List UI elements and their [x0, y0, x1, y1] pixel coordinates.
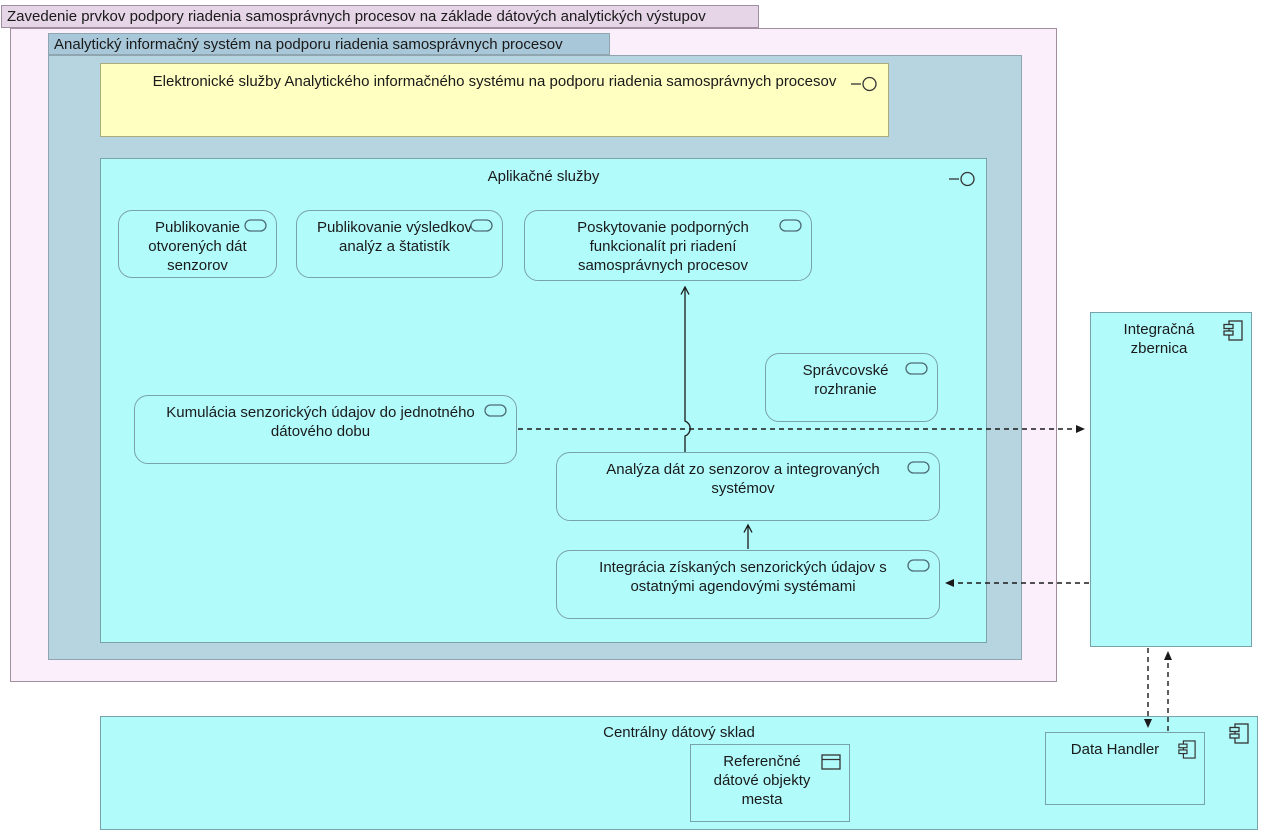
application-service-icon	[779, 219, 802, 232]
data-object-icon	[821, 754, 841, 770]
node-service-analysis[interactable]: Analýza dát zo senzorov a integrovaných …	[556, 452, 940, 521]
system-group-label: Analytický informačný systém na podporu …	[54, 35, 563, 53]
data-handler-label: Data Handler	[1070, 741, 1160, 758]
outer-group-label: Zavedenie prvkov podpory riadenia samosp…	[7, 8, 706, 25]
service-label: Publikovanie výsledkov analýz a štatistí…	[316, 219, 473, 255]
service-interface-icon	[949, 171, 976, 187]
component-icon	[1178, 740, 1196, 759]
app-services-group-label: Aplikačné služby	[487, 168, 600, 185]
node-service-integration[interactable]: Integrácia získaných senzorických údajov…	[556, 550, 940, 619]
node-service-support-functions[interactable]: Poskytovanie podporných funkcionalít pri…	[524, 210, 812, 281]
service-label: Kumulácia senzorických údajov do jednotn…	[166, 404, 475, 440]
application-service-icon	[907, 559, 930, 572]
node-integration-bus[interactable]: Integračná zbernica	[1090, 312, 1252, 647]
integration-bus-label: Integračná zbernica	[1123, 321, 1195, 357]
service-label: Publikovanie otvorených dát senzorov	[148, 219, 247, 274]
service-label: Analýza dát zo senzorov a integrovaných …	[606, 461, 880, 497]
electronic-services-label: Elektronické služby Analytického informa…	[152, 73, 837, 90]
service-interface-icon	[851, 76, 878, 92]
node-reference-data-objects[interactable]: Referenčné dátové objekty mesta	[690, 744, 850, 822]
service-label: Správcovské rozhranie	[802, 362, 889, 398]
application-service-icon	[484, 404, 507, 417]
application-service-icon	[470, 219, 493, 232]
node-service-accumulation[interactable]: Kumulácia senzorických údajov do jednotn…	[134, 395, 517, 464]
node-electronic-services[interactable]: Elektronické služby Analytického informa…	[100, 63, 889, 137]
component-icon	[1229, 723, 1249, 744]
application-service-icon	[905, 362, 928, 375]
node-service-admin-interface[interactable]: Správcovské rozhranie	[765, 353, 938, 422]
system-group-tab[interactable]: Analytický informačný systém na podporu …	[48, 33, 610, 55]
node-service-publish-results[interactable]: Publikovanie výsledkov analýz a štatistí…	[296, 210, 503, 278]
service-label: Integrácia získaných senzorických údajov…	[599, 559, 887, 595]
application-service-icon	[907, 461, 930, 474]
component-icon	[1223, 320, 1243, 341]
node-service-publish-open-data[interactable]: Publikovanie otvorených dát senzorov	[118, 210, 277, 278]
application-service-icon	[244, 219, 267, 232]
outer-group-tab[interactable]: Zavedenie prvkov podpory riadenia samosp…	[1, 5, 759, 28]
node-data-handler[interactable]: Data Handler	[1045, 732, 1205, 805]
reference-data-objects-label: Referenčné dátové objekty mesta	[713, 753, 811, 808]
service-label: Poskytovanie podporných funkcionalít pri…	[577, 219, 749, 274]
central-data-store-label: Centrálny dátový sklad	[603, 724, 755, 741]
